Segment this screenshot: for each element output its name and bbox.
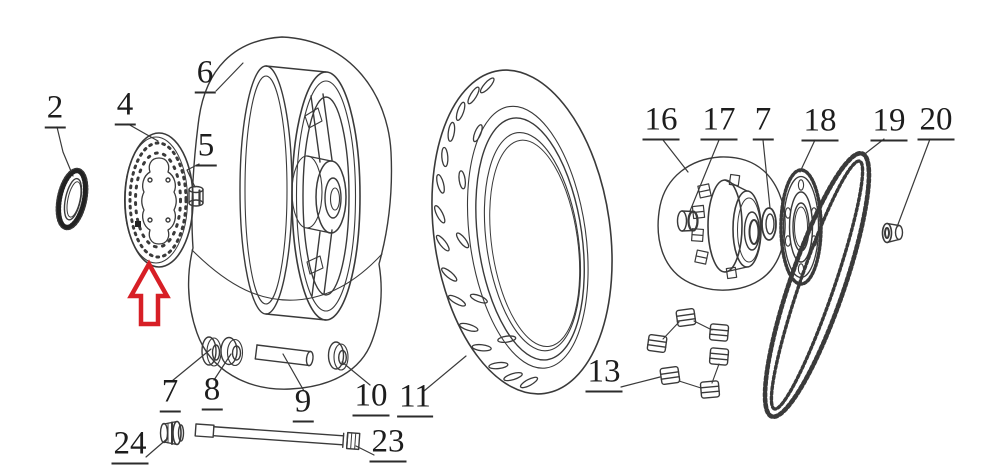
part-roller-17 (676, 210, 699, 232)
part-label-13: 13 (585, 355, 623, 393)
part-bushing-20 (881, 222, 904, 244)
part-label-5: 5 (195, 129, 217, 167)
disc-mark (135, 221, 141, 227)
wheel-hub (291, 155, 347, 234)
part-label-4: 4 (114, 88, 136, 126)
part-dampers (646, 307, 730, 399)
part-bearing-10 (327, 341, 349, 371)
leader-line-18 (799, 139, 816, 173)
part-nut-5 (188, 185, 204, 207)
leader-line-16 (662, 139, 689, 173)
part-wheel-rim (187, 36, 393, 390)
leader-line-7l (171, 348, 212, 382)
damper-block (659, 365, 681, 386)
part-label-16: 16 (642, 103, 680, 141)
hub-studs (690, 173, 741, 280)
part-label-23: 23 (369, 425, 407, 463)
part-label-18: 18 (801, 104, 839, 142)
damper-block (646, 333, 668, 354)
part-label-19: 19 (870, 104, 908, 142)
leader-line-11 (423, 355, 467, 392)
part-tire (431, 69, 613, 395)
part-label-7: 7 (159, 375, 181, 413)
leader-line-17 (689, 139, 720, 212)
damper-block (675, 307, 697, 328)
part-sprocket (779, 168, 823, 286)
part-label-9: 9 (292, 385, 314, 423)
part-label-7b: 7 (752, 103, 774, 141)
part-label-24: 24 (111, 427, 149, 465)
part-hub-envelope (657, 156, 786, 291)
part-washer-7 (761, 207, 777, 241)
wheel-envelope (187, 36, 393, 390)
part-label-6: 6 (194, 56, 216, 94)
part-cush-hub (690, 173, 762, 280)
red-highlight-arrow-icon (127, 259, 171, 327)
leader-line-9 (282, 353, 305, 392)
part-label-11: 11 (397, 380, 433, 418)
part-label-20: 20 (917, 103, 955, 141)
leader-line-2 (56, 126, 74, 177)
leader-line-24 (145, 437, 169, 458)
part-label-10: 10 (352, 379, 390, 417)
damper-block (708, 347, 730, 366)
part-label-8: 8 (201, 373, 223, 411)
part-axle-bolt (194, 423, 361, 451)
part-bearing-7 (201, 336, 222, 367)
part-spacer-tube-9 (254, 344, 314, 367)
part-label-2: 2 (44, 91, 66, 129)
damper-block (708, 323, 730, 342)
part-label-17: 17 (700, 103, 738, 141)
leader-line-20 (896, 138, 931, 228)
part-chain (762, 150, 872, 420)
damper-block (699, 380, 721, 399)
part-axle-nut (159, 420, 185, 446)
part-brake-disc (124, 132, 194, 268)
part-lock-ring (55, 167, 89, 231)
tire-tread (434, 77, 539, 389)
leader-line-4 (127, 123, 159, 142)
part-bearing-8 (220, 336, 244, 367)
leader-line-6 (215, 62, 244, 92)
leader-line-13 (620, 376, 661, 388)
